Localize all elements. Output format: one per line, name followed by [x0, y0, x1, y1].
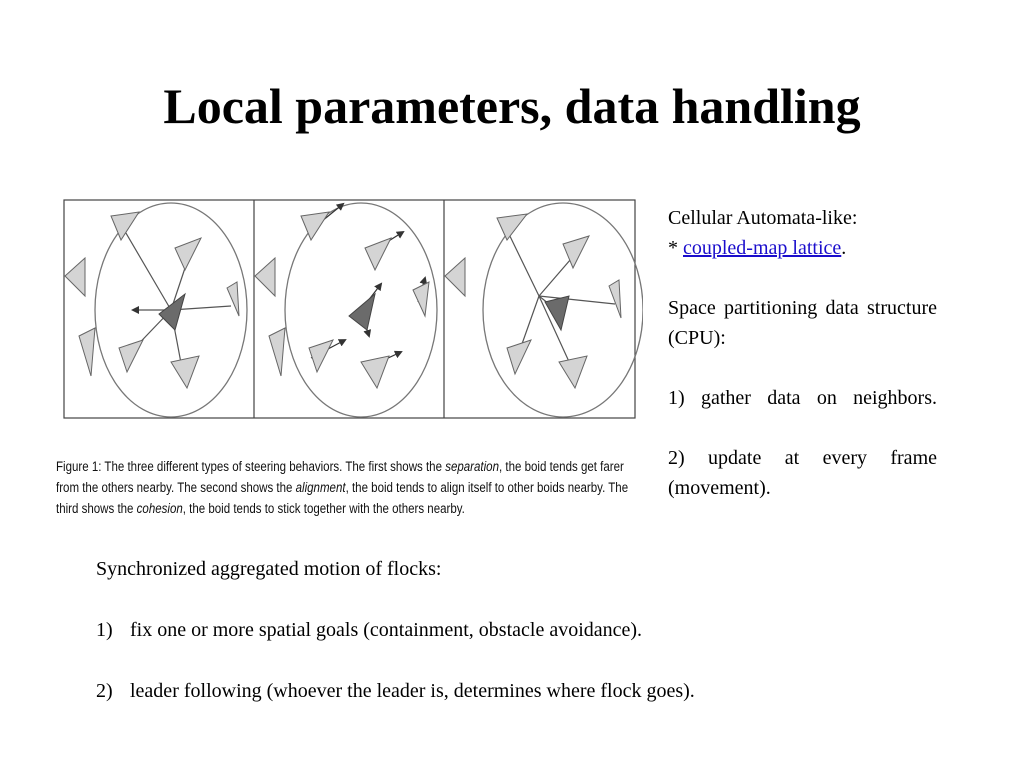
figure-caption: Figure 1: The three different types of s… — [56, 459, 629, 516]
ca-line: Cellular Automata-like: — [668, 207, 858, 229]
term-cohesion: cohesion — [136, 501, 183, 516]
goals-item: 1)fix one or more spatial goals (contain… — [96, 619, 643, 641]
leader-item: 2)leader following (whoever the leader i… — [96, 680, 695, 702]
term-alignment: alignment — [295, 480, 346, 495]
slide-title: Local parameters, data handling — [163, 78, 861, 134]
steering-diagram — [63, 199, 643, 419]
alignment-panel — [254, 202, 438, 418]
term-separation: separation — [445, 459, 499, 474]
right-text-block: Cellular Automata-like: * coupled-map la… — [668, 203, 937, 503]
update-item: 2) update at every frame (movement). — [668, 447, 937, 499]
gather-item: 1) gather data on neighbors. — [668, 387, 937, 409]
figure-frame — [63, 199, 636, 419]
coupled-map-lattice-link[interactable]: coupled-map lattice — [683, 237, 842, 259]
flocks-heading: Synchronized aggregated motion of flocks… — [96, 558, 442, 580]
ca-bullet: * coupled-map lattice. — [668, 237, 847, 259]
steering-figure: Figure 1: The three different types of s… — [56, 198, 648, 528]
bottom-text-block: Synchronized aggregated motion of flocks… — [96, 554, 956, 706]
separation-panel — [64, 202, 248, 418]
focus-boid — [158, 292, 186, 331]
cohesion-panel — [444, 202, 643, 418]
space-partitioning-text: Space partitioning data structure (CPU): — [668, 297, 937, 349]
